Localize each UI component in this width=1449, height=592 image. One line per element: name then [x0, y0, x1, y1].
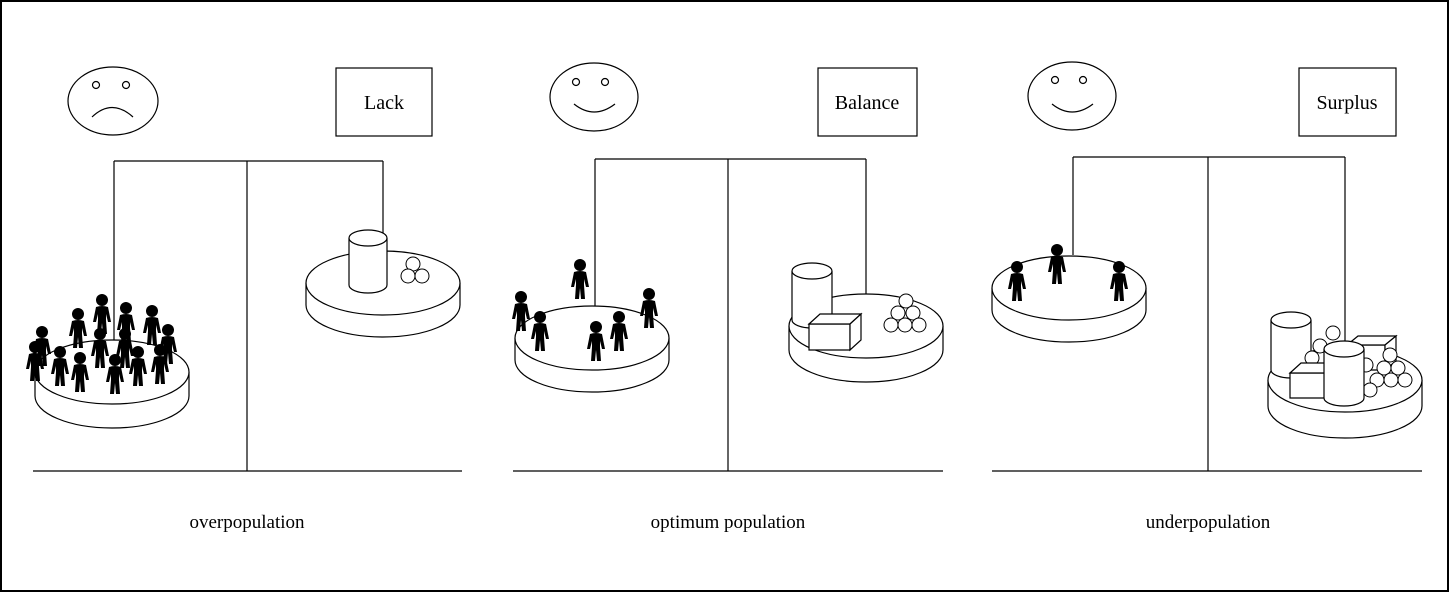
lack-label: Lack: [364, 92, 404, 114]
panel-optimum: [512, 62, 944, 472]
cylinder-resource: [348, 229, 388, 294]
balance-label: Balance: [835, 92, 900, 114]
box-resource: [807, 312, 863, 352]
sad-face-icon: [67, 66, 159, 136]
resource-pan: [305, 229, 461, 338]
resource-box: [1298, 67, 1397, 137]
cylinder-resource: [1323, 340, 1365, 407]
caption-optimum-population: optimum population: [651, 512, 806, 533]
resource-pan: [1267, 311, 1423, 439]
smiley-face-icon: [549, 62, 639, 132]
panel-overpopulation: [26, 66, 462, 472]
caption-overpopulation: overpopulation: [189, 512, 305, 533]
surplus-label: Surplus: [1316, 92, 1377, 114]
resource-box: [335, 67, 433, 137]
caption-underpopulation: underpopulation: [1146, 512, 1271, 533]
people-pan: [991, 255, 1147, 343]
panel-underpopulation: [991, 61, 1423, 472]
resource-box: [817, 67, 918, 137]
resource-pan: [788, 262, 944, 383]
smiley-face-icon: [1027, 61, 1117, 131]
